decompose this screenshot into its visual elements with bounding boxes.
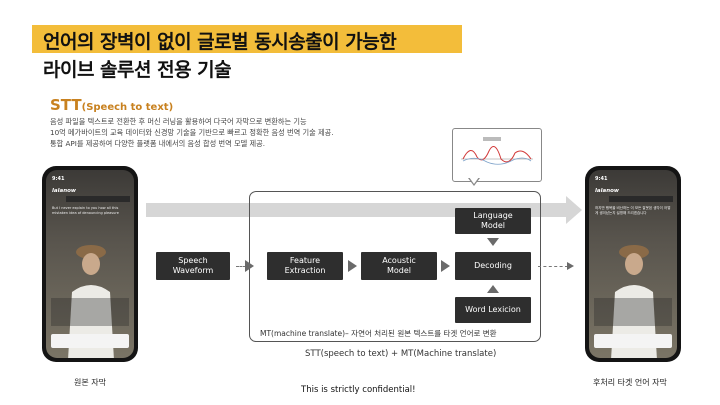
source-phone: 9:41 lalanow But I never explain to you …: [42, 166, 138, 362]
target-phone: 9:41 lalanow 하지만 행복을 비난하는 이 모든 잘못된 생각이 어…: [585, 166, 681, 362]
thumbnail-callout-inner: [469, 177, 479, 184]
target-phone-subtitle-bar: [609, 196, 673, 202]
flow-arrow-3: [441, 260, 450, 272]
target-phone-time: 9:41: [595, 176, 608, 182]
speech-waveform-node: Speech Waveform: [156, 252, 230, 280]
stt-title: STT(Speech to text): [50, 95, 173, 114]
flow-arrow-2: [348, 260, 357, 272]
flow-arrow-language-to-decoding: [487, 238, 499, 246]
confidential-notice: This is strictly confidential!: [301, 385, 416, 395]
headline-highlight: [32, 25, 462, 53]
target-phone-caption: 하지만 행복을 비난하는 이 모든 잘못된 생각이 어떻게 생겨났는지 설명해 …: [595, 206, 671, 215]
word-lexicon-node: Word Lexicion: [455, 297, 531, 323]
source-phone-time: 9:41: [52, 176, 65, 182]
language-model-node: Language Model: [455, 208, 531, 234]
target-phone-label: 후처리 타겟 언어 자막: [593, 378, 667, 387]
source-phone-caption: But I never explain to you how all this …: [52, 206, 119, 215]
target-phone-brand: lalanow: [595, 188, 619, 194]
stt-desc-line-3: 통합 API를 제공하여 다양한 플랫폼 내에서의 음성 합성 번역 모델 제공…: [50, 139, 266, 148]
target-phone-chat: [594, 298, 672, 326]
source-phone-label: 원본 자막: [74, 378, 106, 387]
flow-arrow-to-target: [567, 262, 574, 270]
waveform-thumbnail: [452, 128, 542, 182]
stt-desc-line-1: 음성 파일을 텍스트로 전환한 후 머신 러닝을 활용하여 다국어 자막으로 변…: [50, 117, 307, 126]
stt-desc-line-2: 10억 메가바이트의 교육 데이터와 신경망 기술을 기반으로 빠르고 정확한 …: [50, 128, 334, 137]
stt-title-paren: (Speech to text): [81, 102, 174, 113]
stt-title-main: STT: [50, 96, 82, 114]
headline-line-2: 라이브 솔루션 전용 기술: [43, 59, 232, 81]
source-phone-subtitle-bar: [66, 196, 130, 202]
source-phone-input[interactable]: [51, 334, 129, 348]
headline-line-1: 언어의 장벽이 없이 글로벌 동시송출이 가능한: [43, 31, 397, 53]
target-phone-screen: 9:41 lalanow 하지만 행복을 비난하는 이 모든 잘못된 생각이 어…: [589, 170, 677, 358]
acoustic-model-node: Acoustic Model: [361, 252, 437, 280]
target-phone-input[interactable]: [594, 334, 672, 348]
waveform-graph: [461, 137, 533, 165]
flow-connector-dashed-1: [236, 266, 246, 267]
flow-arrow-lexicon-to-decoding: [487, 285, 499, 293]
flow-connector-dashed-2: [538, 266, 568, 267]
feature-extraction-node: Feature Extraction: [267, 252, 343, 280]
stt-mt-caption: STT(speech to text) + MT(Machine transla…: [305, 349, 497, 359]
mt-caption: MT(machine translate)– 자연어 처리된 원본 텍스트를 타…: [260, 329, 497, 338]
overall-flow-arrow-head: [566, 196, 582, 224]
flow-arrow-1: [245, 260, 254, 272]
source-phone-chat: [51, 298, 129, 326]
decoding-node: Decoding: [455, 252, 531, 280]
source-phone-brand: lalanow: [52, 188, 76, 194]
source-phone-screen: 9:41 lalanow But I never explain to you …: [46, 170, 134, 358]
